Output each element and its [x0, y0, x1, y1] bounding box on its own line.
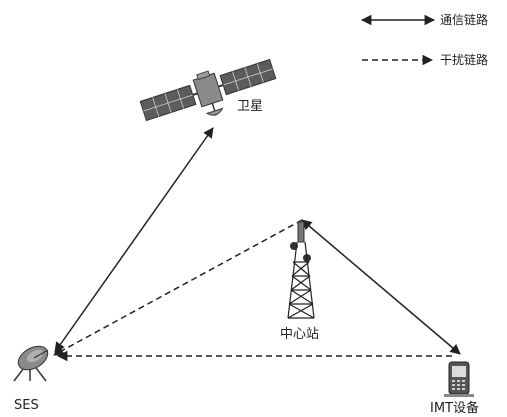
- interference-link-station-ses: [53, 219, 303, 356]
- legend-communication-label: 通信链路: [440, 12, 488, 27]
- links: [53, 127, 461, 362]
- imt-device-label: IMT设备: [430, 400, 479, 416]
- ses-label: SES: [14, 398, 39, 413]
- center-station-label: 中心站: [280, 327, 319, 342]
- communication-link-satellite-ses: [54, 127, 214, 353]
- legend-interference-label: 干扰链路: [440, 52, 488, 67]
- satellite-label: 卫星: [237, 99, 263, 114]
- satellite-dish-icon: [13, 345, 49, 382]
- satellite-icon: [139, 58, 277, 122]
- legend: 通信链路 干扰链路: [360, 12, 488, 67]
- mobile-phone-icon: [444, 361, 474, 397]
- cell-tower-icon: [287, 221, 315, 319]
- communication-link-station-imt: [301, 219, 461, 355]
